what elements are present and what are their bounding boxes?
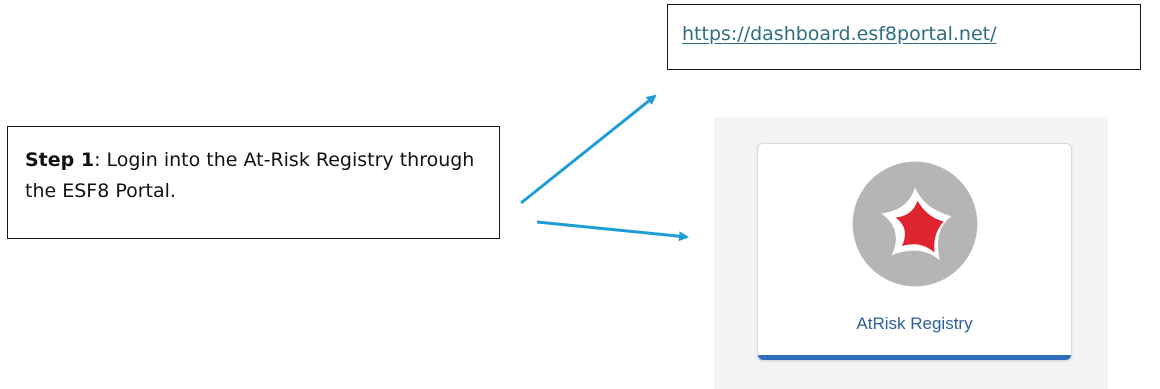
atrisk-registry-card[interactable]: AtRisk Registry xyxy=(757,143,1072,361)
step-callout-box: Step 1: Login into the At-Risk Registry … xyxy=(7,126,500,239)
atrisk-registry-logo-icon xyxy=(852,161,978,287)
url-callout-box: https://dashboard.esf8portal.net/ xyxy=(667,4,1141,70)
arrow-to-url xyxy=(520,94,657,205)
arrow-to-card xyxy=(536,220,689,242)
step-instruction: Step 1: Login into the At-Risk Registry … xyxy=(25,145,485,207)
step-label: Step 1 xyxy=(25,149,95,171)
card-accent-bar xyxy=(758,355,1071,360)
portal-url-link[interactable]: https://dashboard.esf8portal.net/ xyxy=(682,23,997,45)
step-description: : Login into the At-Risk Registry throug… xyxy=(25,149,475,202)
card-label: AtRisk Registry xyxy=(856,314,973,333)
